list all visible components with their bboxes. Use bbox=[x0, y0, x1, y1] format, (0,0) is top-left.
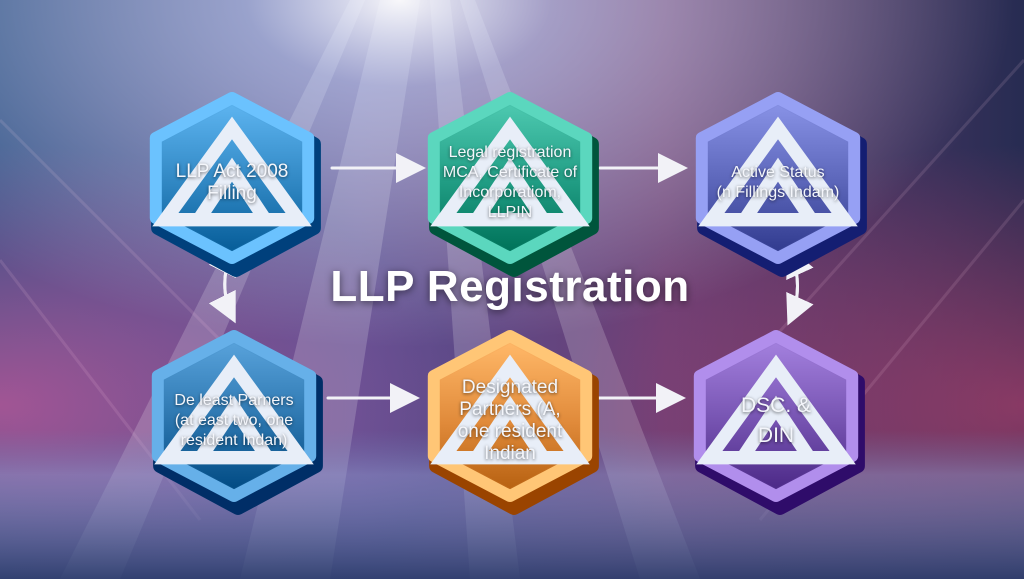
badge-icon bbox=[696, 354, 856, 465]
badge-icon bbox=[154, 354, 314, 465]
node-label: DSC. & DIN bbox=[740, 394, 811, 447]
node-label: Legal registration MCA, Certificate of I… bbox=[442, 144, 578, 221]
badge-icon bbox=[430, 354, 590, 465]
node-dsc-din: DSC. & DIN bbox=[676, 326, 876, 515]
node-label: De least Parners (at east two, one resid… bbox=[174, 392, 294, 449]
node-designated-partners: Designated Partners (A, one resident Ind… bbox=[410, 326, 610, 515]
badge-icon bbox=[698, 116, 858, 227]
node-partners: De least Parners (at east two, one resid… bbox=[134, 326, 334, 515]
node-label: Designated Partners (A, one resident Ind… bbox=[457, 377, 563, 464]
node-label: Active Status (n Fillings Indam) bbox=[716, 164, 840, 201]
node-llp-act: LLP Act 2008 Filling bbox=[132, 88, 332, 277]
node-label: LLP Act 2008 Filling bbox=[175, 161, 289, 204]
badge-icon bbox=[430, 116, 590, 227]
node-active-status: Active Status (n Fillings Indam) bbox=[678, 88, 878, 277]
badge-icon bbox=[152, 116, 312, 227]
node-legal-registration: Legal registration MCA, Certificate of I… bbox=[410, 88, 610, 277]
